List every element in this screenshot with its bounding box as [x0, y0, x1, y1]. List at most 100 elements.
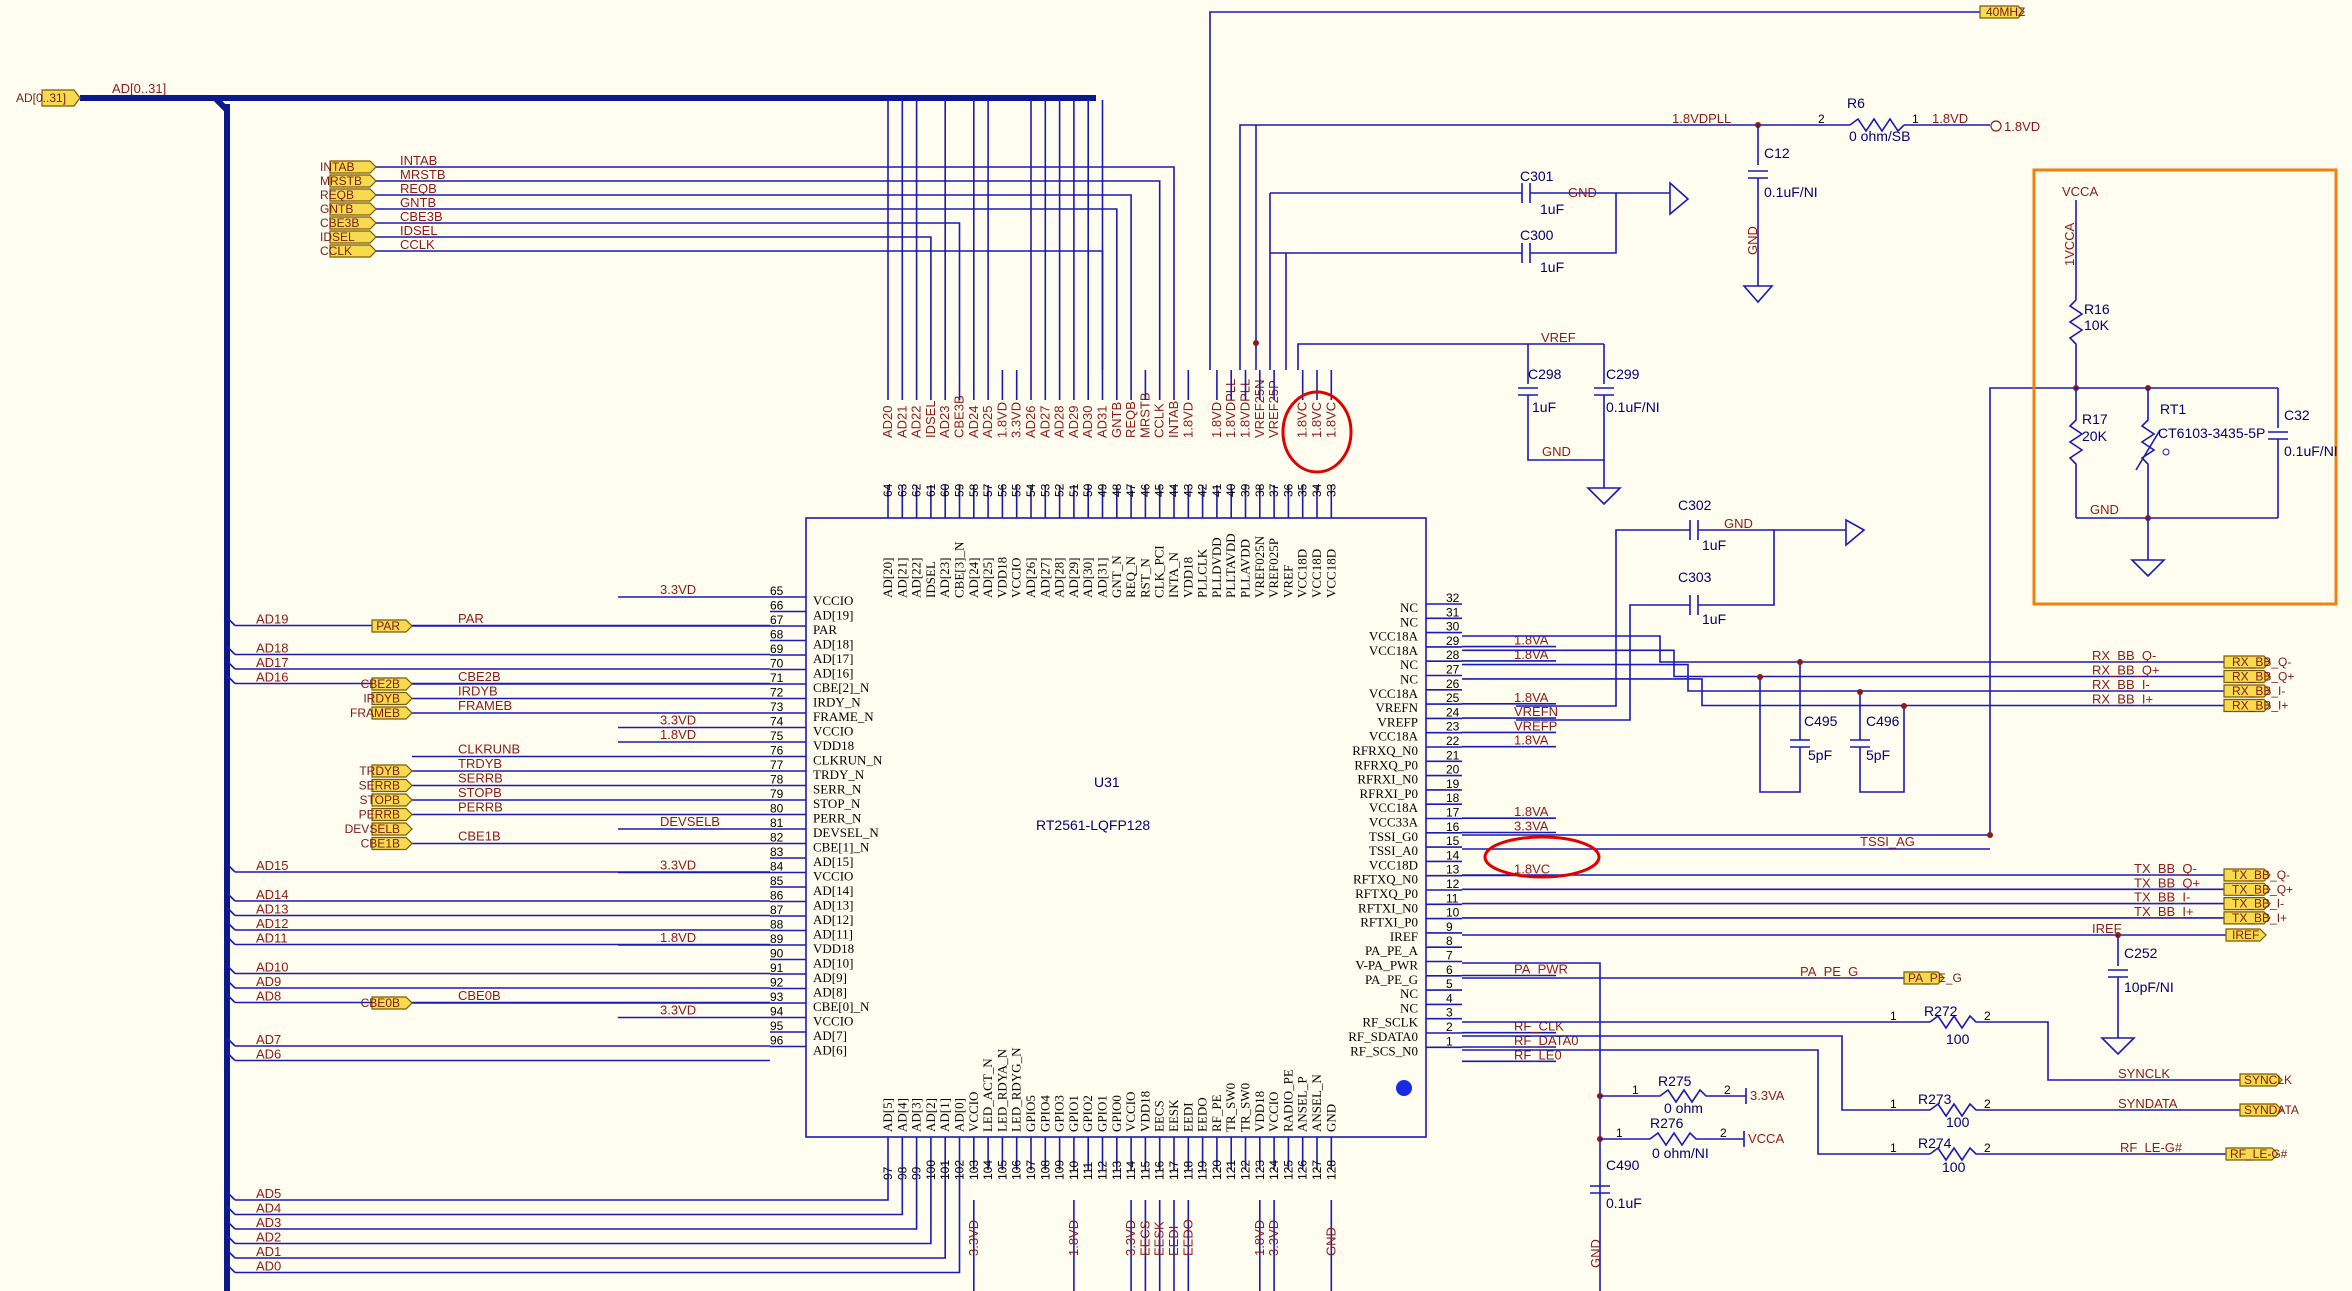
top-pin-number: 57 — [981, 483, 995, 497]
bottom-pin-number: 100 — [924, 1160, 938, 1180]
top-pin-number: 56 — [995, 483, 1009, 497]
left-pin-name: AD[17] — [813, 651, 853, 666]
right-pin-net: 1.8VA — [1514, 733, 1549, 748]
ctrl-port[interactable] — [329, 188, 377, 202]
left-ad-entry — [226, 921, 236, 931]
left-port[interactable] — [371, 691, 413, 706]
bottom-pin-name: GPIO2 — [1080, 1095, 1095, 1132]
right-pin-number: 11 — [1446, 891, 1459, 905]
top-pin-number: 40 — [1224, 483, 1238, 497]
left-ad-entry — [226, 964, 236, 975]
bottom-ad-net: AD5 — [256, 1186, 281, 1201]
left-ad-entry — [226, 660, 236, 670]
right-pin-number: 29 — [1446, 634, 1460, 648]
bottom-pin-name: EEDO — [1195, 1097, 1210, 1132]
bottom-pin-number: 108 — [1038, 1160, 1052, 1180]
right-pin-number: 25 — [1446, 691, 1460, 705]
left-port[interactable] — [371, 677, 413, 691]
right-pin-number: 26 — [1446, 677, 1460, 691]
top-pin-net: INTAB — [1166, 401, 1181, 438]
rx-port[interactable] — [2223, 684, 2271, 698]
ctrl-net-label: CBE3B — [400, 209, 443, 224]
left-port[interactable] — [371, 764, 413, 778]
ctrl-port[interactable] — [329, 244, 377, 258]
left-pin-number: 88 — [770, 918, 784, 932]
svg-text:40MHZ: 40MHZ — [1986, 5, 2025, 19]
left-pin-name: AD[18] — [813, 637, 853, 652]
rx-wire — [1462, 678, 2224, 707]
rx-port-label: RX_BB_Q+ — [2232, 670, 2294, 684]
tx-port[interactable] — [2223, 911, 2271, 925]
svg-text:0 ohm: 0 ohm — [1664, 1100, 1703, 1116]
ctrl-port[interactable] — [329, 230, 377, 244]
bottom-pin-name: GPIO1 — [1066, 1095, 1081, 1132]
left-pin-number: 73 — [770, 700, 784, 714]
left-ad-entry — [226, 892, 236, 902]
rx-port[interactable] — [2223, 655, 2271, 669]
left-port[interactable] — [371, 619, 413, 633]
bottom-pin-number: 111 — [1081, 1161, 1095, 1180]
top-pin-number: 36 — [1281, 483, 1295, 497]
top-pin-name: PLLAVDD — [1238, 539, 1253, 598]
ctrl-port[interactable] — [329, 160, 377, 174]
bottom-pin-name: AD[3] — [909, 1098, 924, 1132]
ctrl-port[interactable] — [329, 216, 377, 230]
svg-text:1: 1 — [1890, 1009, 1897, 1023]
svg-text:GND: GND — [1588, 1239, 1603, 1268]
top-pin-number: 64 — [881, 483, 895, 497]
tx-port[interactable] — [2223, 896, 2271, 911]
left-port[interactable] — [371, 836, 413, 851]
right-pin-number: 15 — [1446, 834, 1460, 848]
top-pin-name: AD[24] — [966, 558, 981, 598]
left-pin-net: AD9 — [256, 974, 281, 989]
top-pin-name: PLLTAVDD — [1223, 533, 1238, 598]
left-pin-number: 68 — [770, 628, 784, 642]
tx-port[interactable] — [2223, 868, 2271, 882]
svg-text:IREF: IREF — [2092, 921, 2122, 936]
left-port[interactable] — [371, 822, 413, 836]
ctrl-net-label: IDSEL — [400, 223, 438, 238]
top-pin-name: VCC18D — [1309, 549, 1324, 598]
top-pin-name: AD[30] — [1080, 558, 1095, 598]
left-port[interactable] — [371, 793, 413, 807]
left-port[interactable] — [371, 996, 413, 1010]
tx-port[interactable] — [2223, 882, 2271, 896]
ctrl-port-label: REQB — [320, 188, 354, 202]
bottom-pin-number: 101 — [938, 1160, 952, 1180]
vcca-box: VCCA 1VCCA R16 10K R17 20K RT1 CT6103-34… — [2032, 168, 2338, 606]
left-pin-number: 65 — [770, 584, 784, 598]
svg-text:1uF: 1uF — [1702, 537, 1726, 553]
left-port[interactable] — [371, 807, 413, 822]
bus-port[interactable]: AD[0..31] — [16, 89, 81, 107]
right-pin-name: VCC33A — [1369, 815, 1419, 830]
left-port-label: CBE2B — [361, 677, 400, 691]
rx-net-label: RX_BB_Q+ — [2092, 663, 2160, 678]
top-pin-number: 55 — [1010, 483, 1024, 497]
bottom-pin-net: 3.3VD — [966, 1220, 981, 1256]
left-pin-number: 92 — [770, 976, 784, 990]
port-40mhz[interactable] — [1979, 5, 2025, 19]
right-pin-name: TSSI_G0 — [1369, 829, 1418, 844]
left-pin-net: CBE1B — [458, 829, 501, 844]
bottom-pin-name: LED_RDYA_N — [994, 1048, 1009, 1132]
rx-port[interactable] — [2223, 698, 2271, 713]
bottom-pin-name: AD[0] — [952, 1098, 967, 1132]
left-pin-name: AD[13] — [813, 898, 853, 913]
ctrl-port[interactable] — [329, 202, 377, 216]
left-port-label: STOPB — [360, 793, 400, 807]
top-pin-net: AD24 — [966, 405, 981, 438]
bottom-pin-net: 1.8VD — [1066, 1220, 1081, 1256]
svg-text:SYNDATA: SYNDATA — [2118, 1096, 2178, 1111]
left-port[interactable] — [371, 778, 413, 793]
ctrl-port[interactable] — [329, 174, 377, 188]
left-pin-number: 83 — [770, 845, 784, 859]
right-pin-name: RF_SCLK — [1362, 1015, 1418, 1030]
top-pin-net: CCLK — [1152, 403, 1167, 438]
left-port[interactable] — [371, 706, 413, 720]
rx-port[interactable] — [2223, 669, 2271, 684]
top-pin-name: AD[22] — [909, 558, 924, 598]
bottom-pin-name: RF_PE — [1209, 1094, 1224, 1132]
svg-text:R16: R16 — [2084, 301, 2110, 317]
svg-text:2: 2 — [1818, 112, 1825, 126]
